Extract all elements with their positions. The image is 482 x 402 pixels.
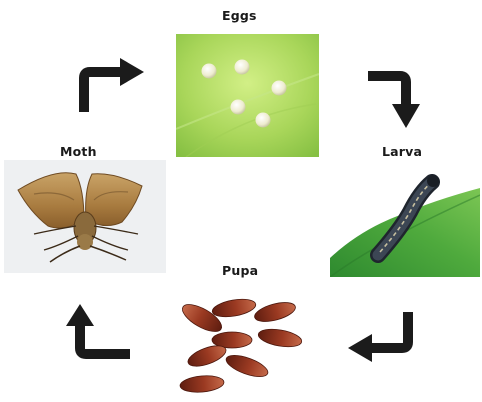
egg <box>202 64 217 79</box>
moth-label: Moth <box>60 144 97 159</box>
arrow-right-then-down-icon <box>366 66 426 130</box>
larva-photo <box>330 160 480 277</box>
larva-label: Larva <box>382 144 422 159</box>
egg <box>256 113 271 128</box>
arrow-left-then-up-icon <box>66 302 132 362</box>
egg <box>231 100 246 115</box>
egg <box>272 81 287 96</box>
egg <box>235 60 250 75</box>
eggs-label: Eggs <box>222 8 257 23</box>
arrow-down-then-left-icon <box>346 312 420 364</box>
pupa-photo <box>172 290 322 400</box>
moth-photo <box>4 160 166 273</box>
arrow-up-then-right-icon <box>74 58 146 114</box>
eggs-photo <box>176 34 319 157</box>
pupa-label: Pupa <box>222 263 258 278</box>
